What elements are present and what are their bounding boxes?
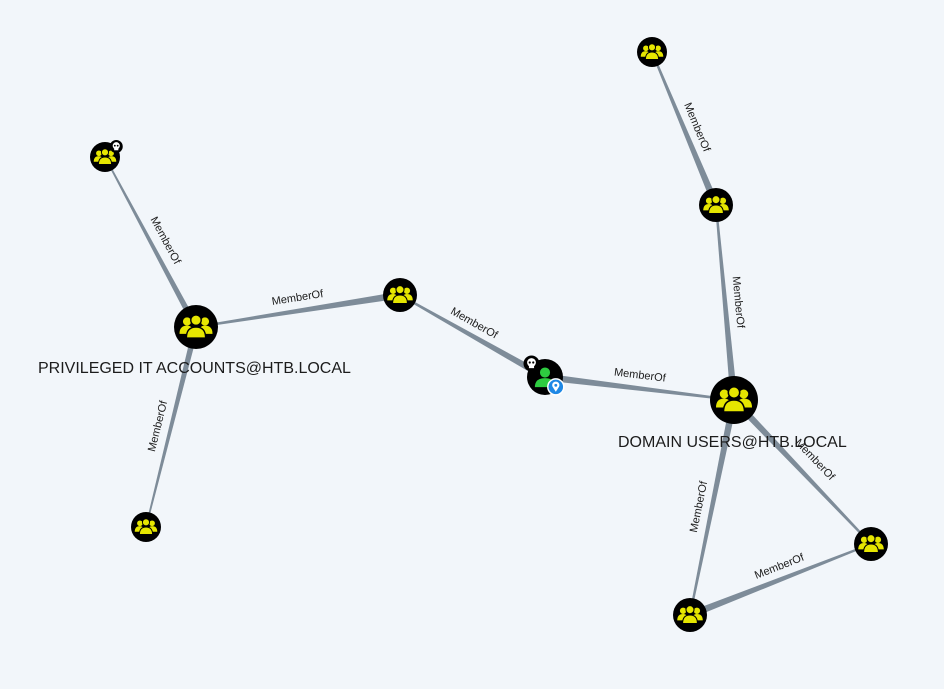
node-g-middle[interactable] — [383, 278, 417, 312]
edge-label-memberof: MemberOf — [271, 288, 325, 308]
node-g-bottom-right[interactable] — [673, 598, 707, 632]
group-icon — [716, 386, 752, 413]
node-privileged-it-accounts[interactable] — [174, 305, 218, 349]
map-pin-icon — [547, 378, 565, 396]
node-domain-users[interactable] — [710, 376, 758, 424]
nodes-layer — [90, 37, 888, 632]
edge-g-bottom-left-to-privileged-it-accounts[interactable] — [145, 326, 199, 528]
group-icon — [93, 148, 117, 165]
node-g-bottom-left[interactable] — [131, 512, 161, 542]
group-icon — [640, 43, 664, 60]
edge-g-right-upper-to-domain-users[interactable] — [715, 204, 738, 401]
edge-label-memberof: MemberOf — [148, 215, 184, 267]
node-g-top-right[interactable] — [637, 37, 667, 67]
edge-label-memberof: MemberOf — [613, 366, 667, 384]
skull-icon — [523, 355, 540, 372]
node-g-right[interactable] — [854, 527, 888, 561]
node-label-domain-users: DOMAIN USERS@HTB.LOCAL — [618, 434, 847, 451]
group-icon — [703, 195, 729, 215]
edge-privileged-it-accounts-to-g-middle[interactable] — [195, 291, 401, 328]
edge-g-bottom-right-to-domain-users[interactable] — [689, 399, 738, 616]
group-icon — [677, 605, 703, 625]
group-icon — [134, 518, 158, 535]
group-icon — [387, 285, 413, 305]
edges-layer: MemberOfMemberOfMemberOfMemberOfMemberOf… — [104, 51, 872, 619]
group-icon — [179, 314, 213, 339]
edge-user-start-to-domain-users[interactable] — [544, 373, 735, 401]
group-icon — [858, 534, 884, 554]
node-user-start[interactable] — [523, 355, 565, 396]
node-g-top-left[interactable] — [90, 140, 123, 172]
node-label-privileged-it-accounts: PRIVILEGED IT ACCOUNTS@HTB.LOCAL — [38, 360, 351, 377]
edge-g-top-right-to-g-right-upper[interactable] — [651, 51, 720, 207]
edge-g-middle-to-user-start[interactable] — [399, 294, 547, 381]
edge-domain-users-to-g-right[interactable] — [731, 397, 872, 545]
node-g-right-upper[interactable] — [699, 188, 733, 222]
edge-g-top-left-to-privileged-it-accounts[interactable] — [104, 156, 199, 329]
edge-g-bottom-right-to-g-right[interactable] — [688, 543, 872, 619]
edge-label-memberof: MemberOf — [730, 276, 747, 330]
skull-icon — [109, 140, 123, 153]
node-labels-layer: PRIVILEGED IT ACCOUNTS@HTB.LOCAL DOMAIN … — [38, 360, 847, 451]
edge-label-memberof: MemberOf — [753, 551, 807, 581]
